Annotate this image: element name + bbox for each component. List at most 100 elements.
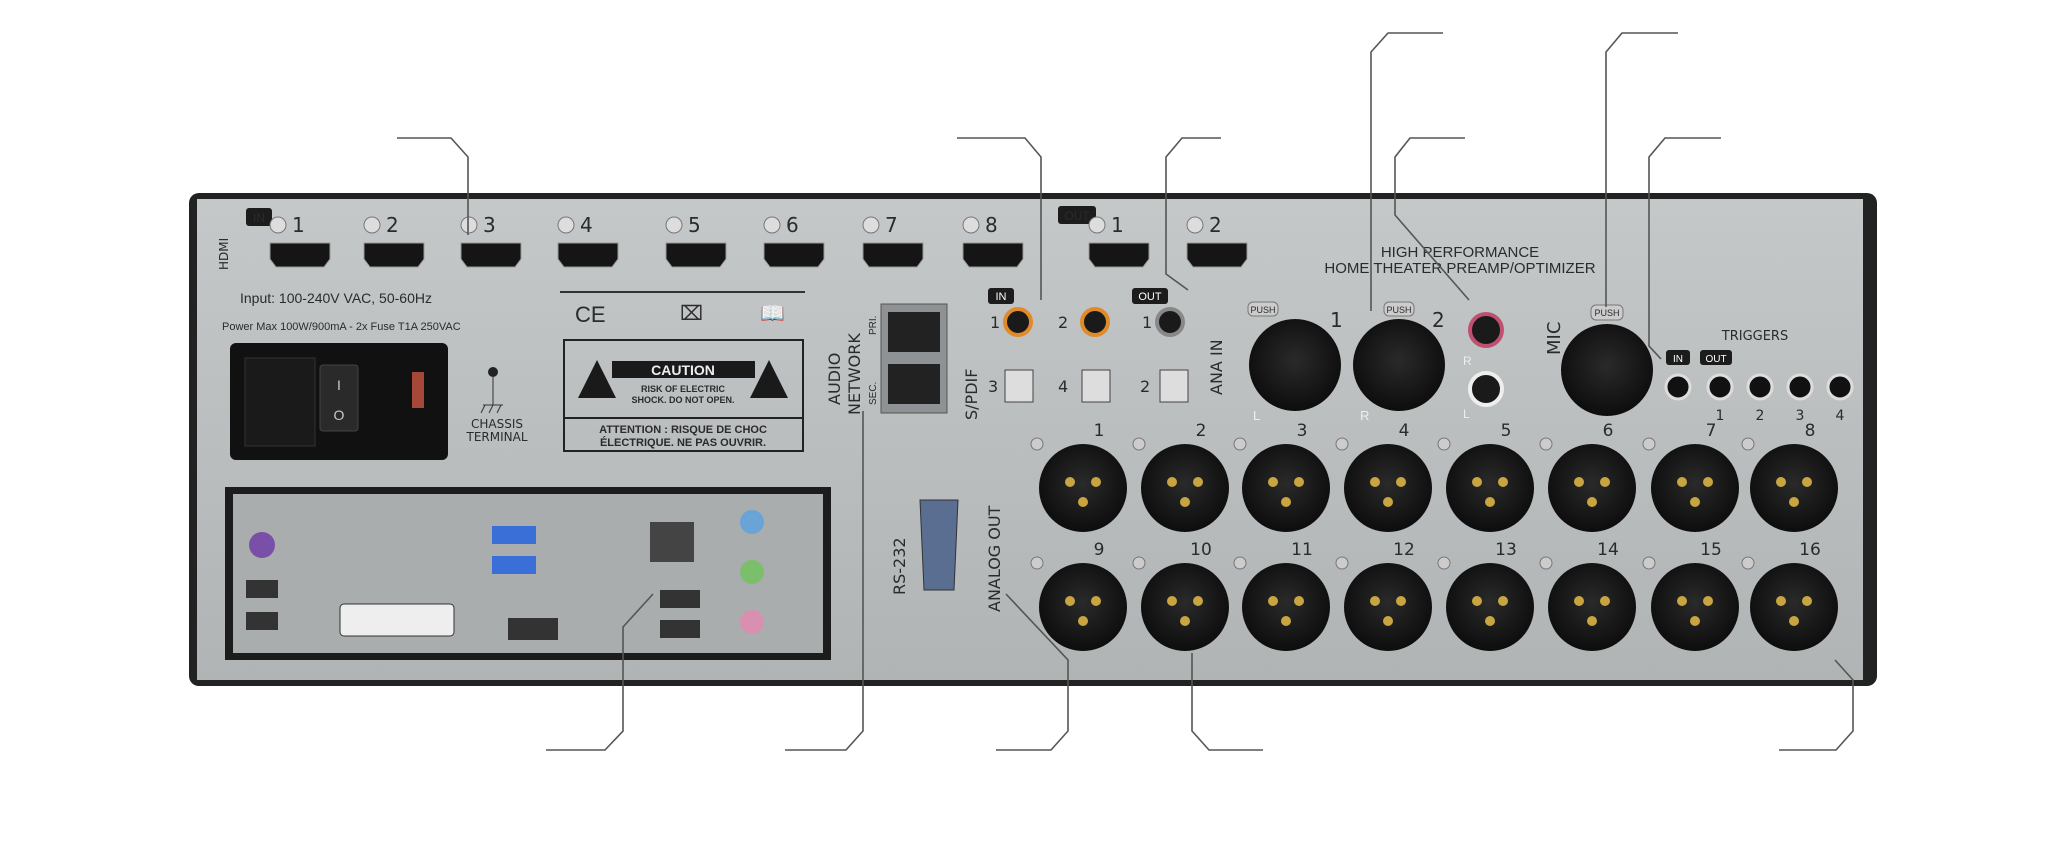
power-input-text: Input: 100-240V VAC, 50-60Hz [240,290,432,306]
hdmi-input-port[interactable] [763,242,825,268]
mic-push-label: PUSH [1594,308,1619,318]
analog-out-xlr-port[interactable] [1548,563,1636,651]
spdif-optical-out[interactable] [1159,369,1189,403]
analog-in-xlr-1[interactable] [1249,319,1341,411]
analog-out-xlr-port[interactable] [1548,444,1636,532]
line-in-jack[interactable] [740,510,764,534]
usb3-port[interactable] [492,526,536,544]
trigger-out-jack[interactable] [1786,373,1814,401]
trigger-in-jack[interactable] [1664,373,1692,401]
hdmi-input-port[interactable] [269,242,331,268]
manual-book-icon: 📖 [760,303,785,325]
xlr-pin [1180,616,1190,626]
screw-icon [1132,556,1146,570]
rs232-label: RS-232 [890,537,909,595]
chassis-ground-terminal[interactable] [488,367,498,377]
analog-out-xlr-port[interactable] [1242,563,1330,651]
hdmi-output-port[interactable] [1186,242,1248,268]
xlr-pin [1281,616,1291,626]
power-switch[interactable] [319,364,359,432]
spdif-coax-out[interactable] [1155,307,1185,337]
analog-out-xlr-port[interactable] [1446,563,1534,651]
analog-out-xlr-port[interactable] [1242,444,1330,532]
analog-out-xlr-port[interactable] [1446,444,1534,532]
xlr-pin [1587,497,1597,507]
network-primary-port[interactable] [888,312,940,352]
hdmi-input-port[interactable] [962,242,1024,268]
trigger-out-jack[interactable] [1706,373,1734,401]
usb-port[interactable] [246,612,278,630]
hdmi-output-port[interactable] [1088,242,1150,268]
network-secondary-port[interactable] [888,364,940,404]
analog-out-channel-label: 8 [1805,421,1816,441]
hdmi-screw-icon [363,216,381,234]
hdmi-input-port[interactable] [862,242,924,268]
rs232-port[interactable] [919,499,959,591]
fuse-holder[interactable] [412,372,424,408]
analog-out-xlr-port[interactable] [1141,563,1229,651]
audio-network-label-2: NETWORK [845,333,864,415]
analog-out-xlr-port[interactable] [1039,563,1127,651]
spdif-coax-in-1[interactable] [1003,307,1033,337]
trigger-out-jack[interactable] [1826,373,1854,401]
caution-line-2: SHOCK. DO NOT OPEN. [631,395,734,405]
mic-in-jack[interactable] [740,610,764,634]
xlr-pin [1294,477,1304,487]
spdif-optical-in-4-label: 4 [1058,377,1068,396]
ce-mark: CE [575,302,606,327]
xlr-pin [1396,477,1406,487]
mic-xlr-input[interactable] [1561,324,1653,416]
analog-in-xlr-2-channel: R [1360,408,1369,423]
computer-ethernet-port[interactable] [650,522,694,562]
xlr-pin [1281,497,1291,507]
hdmi-input-port[interactable] [557,242,619,268]
network-primary-label: PRI. [868,316,879,335]
analog-out-xlr-port[interactable] [1750,444,1838,532]
hdmi-computer-port[interactable] [508,618,558,640]
analog-in-rca-right[interactable] [1468,312,1504,348]
analog-in-section: ANA IN PUSH 1 L PUSH 2 R R L [1207,301,1504,423]
analog-in-xlr-2[interactable] [1353,319,1445,411]
xlr-pin [1078,497,1088,507]
screw-icon [1539,556,1553,570]
hdmi-input-port[interactable] [460,242,522,268]
spdif-optical-in-4[interactable] [1081,369,1111,403]
usb3-port[interactable] [492,556,536,574]
trigger-out-jack[interactable] [1746,373,1774,401]
mic-section: MIC PUSH [1544,304,1653,416]
dvi-port[interactable] [339,603,455,637]
xlr-pin [1600,596,1610,606]
audio-network-section: AUDIO NETWORK PRI. SEC. [825,303,948,415]
screw-icon [1437,556,1451,570]
hdmi-output-port-label: 2 [1209,213,1222,237]
usb-port[interactable] [660,590,700,608]
analog-out-xlr-port[interactable] [1651,444,1739,532]
analog-in-xlr-1-channel: L [1253,408,1260,423]
computer-io-shield [225,487,831,660]
analog-out-xlr-port[interactable] [1651,563,1739,651]
callout-lines [397,32,1854,751]
line-out-jack[interactable] [740,560,764,584]
spdif-coax-in-2[interactable] [1080,307,1110,337]
analog-out-xlr-port[interactable] [1344,563,1432,651]
analog-out-xlr-port[interactable] [1344,444,1432,532]
spdif-optical-in-3[interactable] [1004,369,1034,403]
analog-in-rca-left[interactable] [1468,371,1504,407]
usb-port[interactable] [246,580,278,598]
analog-out-xlr-port[interactable] [1750,563,1838,651]
xlr-pin [1472,596,1482,606]
analog-out-xlr-port[interactable] [1141,444,1229,532]
screw-icon [1030,556,1044,570]
analog-out-xlr-port[interactable] [1039,444,1127,532]
iec-power-inlet[interactable] [244,357,316,447]
hdmi-input-port[interactable] [665,242,727,268]
caution-title: CAUTION [651,362,715,378]
spdif-coax-out-label: 1 [1142,313,1152,332]
hdmi-input-port[interactable] [363,242,425,268]
usb-port[interactable] [660,620,700,638]
ps2-port[interactable] [249,532,275,558]
spdif-section: S/PDIF IN OUT 1 2 3 4 1 2 [962,288,1189,420]
xlr-pin [1677,477,1687,487]
xlr-pin [1472,477,1482,487]
